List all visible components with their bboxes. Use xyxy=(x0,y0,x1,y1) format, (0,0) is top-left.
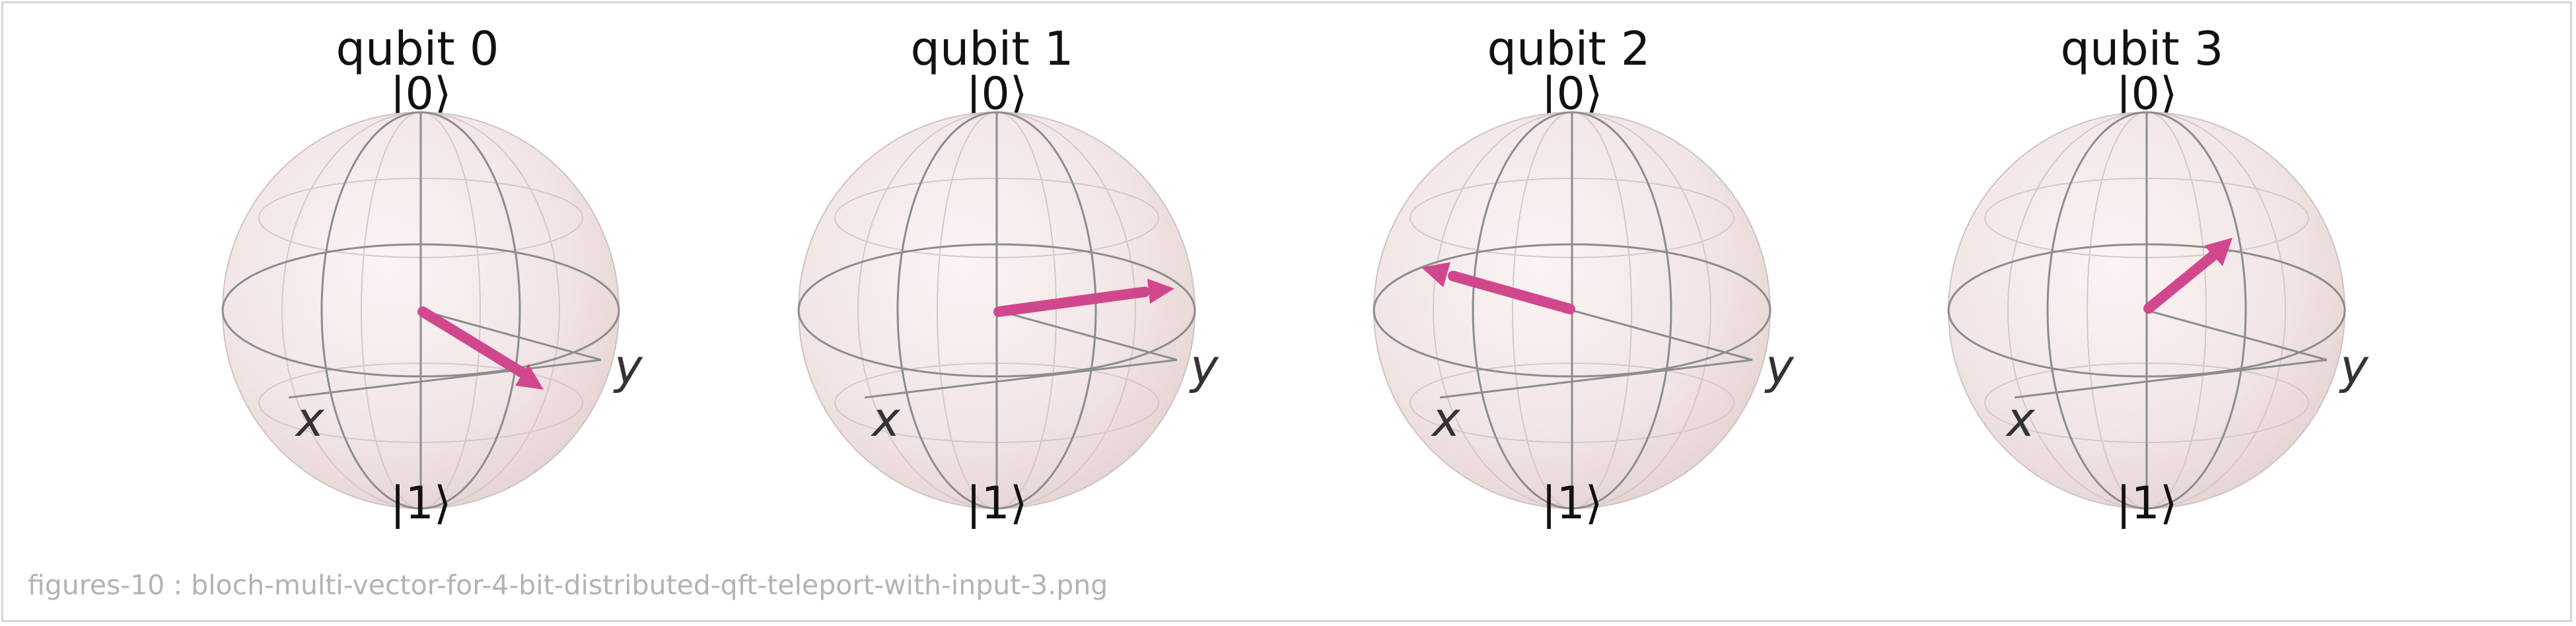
ket-one-label: |1⟩ xyxy=(390,477,452,530)
sphere-title: qubit 1 xyxy=(911,22,1074,76)
sphere-title: qubit 0 xyxy=(336,22,499,76)
axis-y-label: y xyxy=(1189,339,1219,394)
axis-y-label: y xyxy=(1764,339,1795,394)
bloch-vector-head xyxy=(1421,262,1450,287)
axis-y-label: y xyxy=(2339,339,2369,394)
ket-one-label: |1⟩ xyxy=(966,477,1028,530)
bloch-vector-head xyxy=(1147,279,1174,304)
ket-one-label: |1⟩ xyxy=(2116,477,2178,530)
bloch-sphere-3: qubit 3 |0⟩ x y |1⟩ xyxy=(1947,22,2369,530)
axis-y-label: y xyxy=(613,339,643,394)
bloch-sphere-0: qubit 0 |0⟩ x y |1⟩ xyxy=(221,22,643,530)
bloch-vector-head xyxy=(2204,238,2233,266)
bloch-sphere-2: qubit 2 |0⟩ x y |1⟩ xyxy=(1373,22,1795,530)
axis-x-label: x xyxy=(2005,392,2036,447)
bloch-vector xyxy=(417,306,527,378)
sphere-title: qubit 3 xyxy=(2061,22,2224,76)
sphere-title: qubit 2 xyxy=(1487,22,1651,76)
bloch-vector xyxy=(993,287,1150,317)
ket-one-label: |1⟩ xyxy=(1542,477,1603,530)
bloch-vector-head xyxy=(515,364,544,390)
bloch-sphere-1: qubit 1 |0⟩ x y |1⟩ xyxy=(797,22,1219,530)
bloch-vector xyxy=(1448,271,1575,314)
bloch-vector xyxy=(2143,250,2219,314)
sphere-main-circles xyxy=(797,111,1196,510)
axis-x-label: x xyxy=(1431,392,1461,447)
figure-caption: figures-10 : bloch-multi-vector-for-4-bi… xyxy=(28,569,1108,601)
sphere-main-circles xyxy=(1373,111,1771,510)
axis-x-label: x xyxy=(871,392,901,447)
axis-x-label: x xyxy=(295,392,325,447)
